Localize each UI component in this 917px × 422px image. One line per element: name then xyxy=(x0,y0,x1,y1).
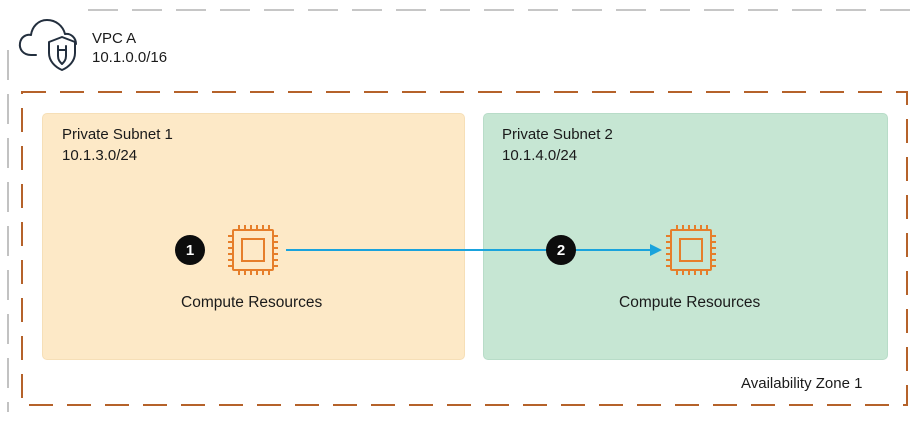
availability-zone-label: Availability Zone 1 xyxy=(741,375,863,392)
subnet-1-name: Private Subnet 1 xyxy=(62,126,173,143)
private-subnet-2-box xyxy=(483,113,888,360)
subnet-2-name: Private Subnet 2 xyxy=(502,126,613,143)
step-badge-1: 1 xyxy=(175,235,205,265)
vpc-name: VPC A xyxy=(92,30,137,47)
compute-resources-label-1: Compute Resources xyxy=(181,294,323,311)
compute-resources-label-2: Compute Resources xyxy=(619,294,761,311)
compute-chip-icon xyxy=(666,225,716,275)
compute-chip-icon xyxy=(228,225,278,275)
subnet-1-cidr: 10.1.3.0/24 xyxy=(62,147,138,164)
vpc-cloud-shield-icon xyxy=(18,19,77,71)
connection-arrow-head xyxy=(650,244,662,256)
private-subnet-1-box xyxy=(42,113,465,360)
step-badge-2: 2 xyxy=(546,235,576,265)
availability-zone-border xyxy=(21,91,908,406)
vpc-border xyxy=(7,9,912,412)
subnet-2-cidr: 10.1.4.0/24 xyxy=(502,147,578,164)
vpc-cidr: 10.1.0.0/16 xyxy=(92,49,168,66)
